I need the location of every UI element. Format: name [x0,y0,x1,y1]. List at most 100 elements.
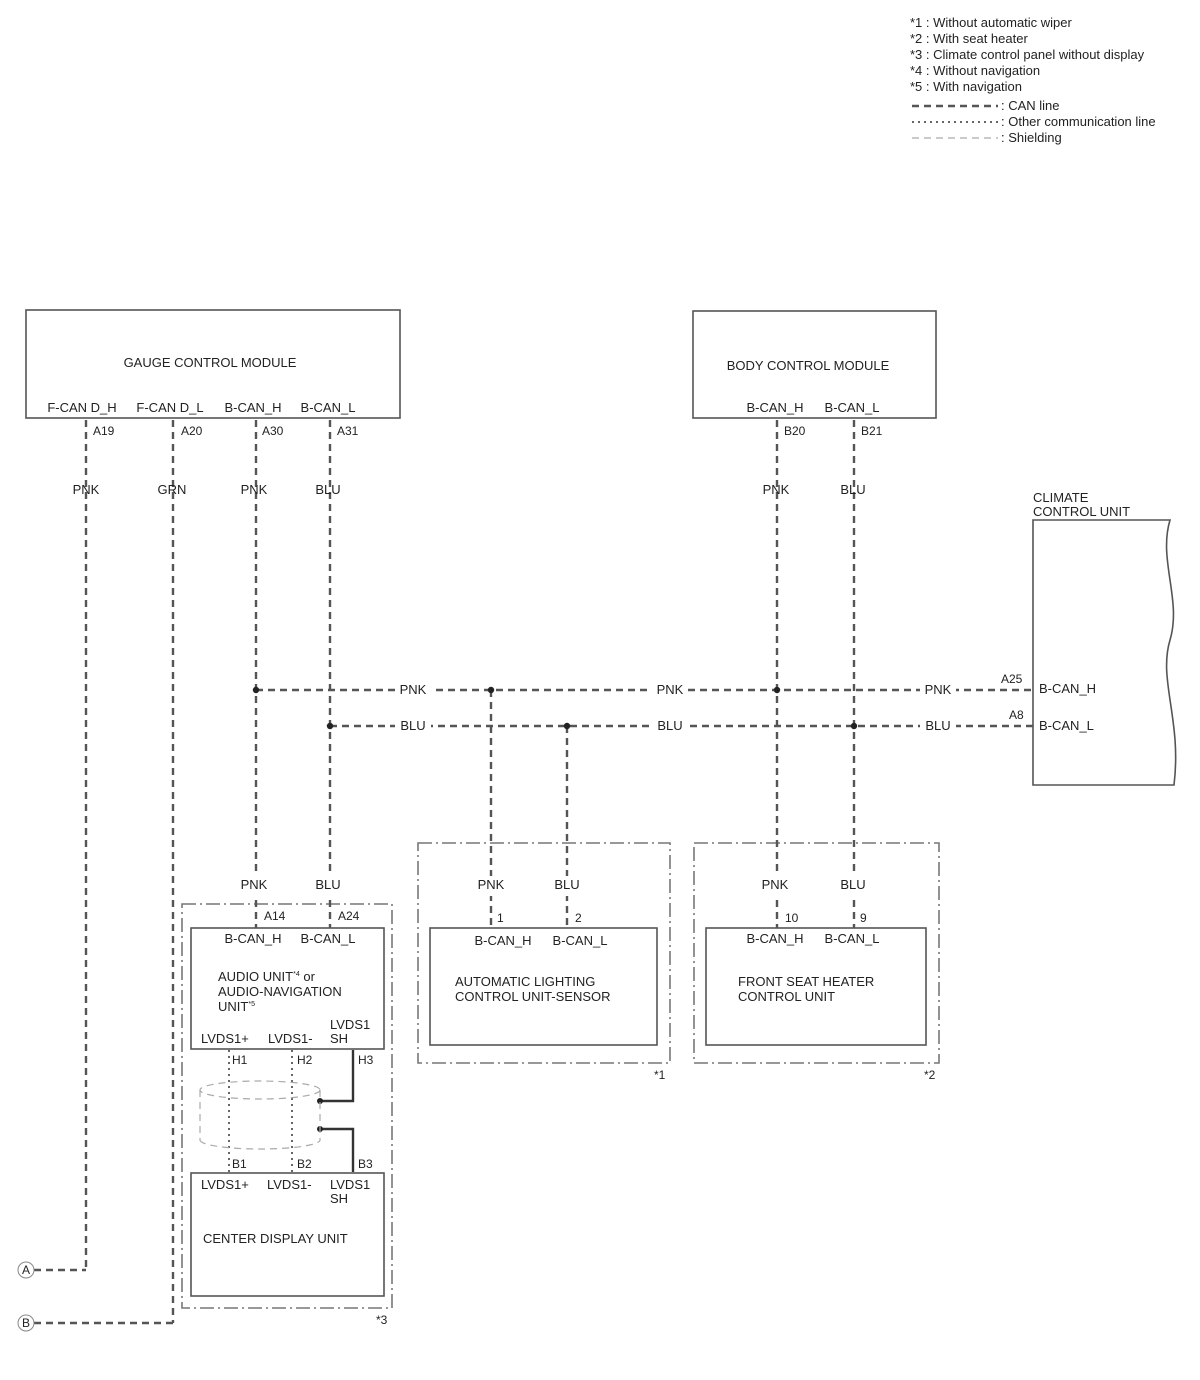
gauge-terminal-a19: A19 [93,424,115,438]
display-terminal-b2: B2 [297,1157,312,1171]
connector-b-label: B [22,1316,30,1330]
wire-lvds-shield-b3 [320,1127,355,1172]
lighting-group-outline [417,842,671,1064]
seat-heater-group-note: *2 [924,1068,936,1082]
seat-heater-group-outline [693,842,940,1064]
audio-unit-name-line1: AUDIO UNIT*4 or [218,969,316,984]
body-terminal-b20: B20 [784,424,806,438]
center-display-unit-box [190,1172,385,1297]
audio-lvds-sh-pin-line1: LVDS1 [330,1017,370,1032]
junction-dot [326,722,334,730]
lighting-unit-name-line1: AUTOMATIC LIGHTING [455,974,595,989]
bus-l-label-3: BLU [925,718,950,733]
legend: *1 : Without automatic wiper *2 : With s… [910,15,1156,145]
seat-pin-bcan-l: B-CAN_L [825,931,880,946]
audio-wire-label-pnk: PNK [241,877,268,892]
wire-label-a30: PNK [241,482,268,497]
audio-terminal-h2: H2 [297,1053,313,1067]
wire-label-a19: PNK [73,482,100,497]
seat-wire-label-blu: BLU [840,877,865,892]
seat-terminal-9: 9 [860,911,867,925]
climate-pin-bcan-h: B-CAN_H [1039,681,1096,696]
display-lvds-sh-pin-line2: SH [330,1191,348,1206]
body-control-module-box [692,310,937,419]
audio-display-group-outline [181,903,393,1309]
wire-lvds-shield-h3 [320,1050,355,1103]
lighting-terminal-1: 1 [497,911,504,925]
legend-shielding-label: : Shielding [1001,130,1062,145]
lighting-pin-bcan-h: B-CAN_H [474,933,531,948]
wire-label-a20: GRN [158,482,187,497]
junction-dot [850,722,858,730]
lighting-wire-label-pnk: PNK [478,877,505,892]
legend-note-1: *1 : Without automatic wiper [910,15,1073,30]
bus-h-label-2: PNK [657,682,684,697]
legend-note-2: *2 : With seat heater [910,31,1028,46]
legend-note-5: *5 : With navigation [910,79,1022,94]
automatic-lighting-unit-box [429,927,658,1046]
audio-lvds-pos-pin: LVDS1+ [201,1031,249,1046]
audio-terminal-h1: H1 [232,1053,248,1067]
center-display-unit-name: CENTER DISPLAY UNIT [203,1231,348,1246]
display-lvds-neg-pin: LVDS1- [267,1177,312,1192]
gauge-pin-bcan-l: B-CAN_L [301,400,356,415]
body-terminal-b21: B21 [861,424,883,438]
shield-cylinder-top [199,1080,321,1100]
climate-title-line1: CLIMATE [1033,490,1089,505]
display-lvds-sh-pin-line1: LVDS1 [330,1177,370,1192]
body-control-module-title: BODY CONTROL MODULE [727,358,890,373]
body-pin-bcan-l: B-CAN_L [825,400,880,415]
seat-wire-label-pnk: PNK [762,877,789,892]
connector-a-label: A [22,1263,30,1277]
lighting-group-note: *1 [654,1068,666,1082]
audio-unit-name-line3: UNIT*5 [218,999,255,1014]
audio-wire-label-blu: BLU [315,877,340,892]
legend-other-line-label: : Other communication line [1001,114,1156,129]
junction-dot [563,722,571,730]
display-terminal-b1: B1 [232,1157,247,1171]
audio-lvds-neg-pin: LVDS1- [268,1031,313,1046]
audio-pin-bcan-l: B-CAN_L [301,931,356,946]
climate-control-unit-box [1032,519,1177,786]
legend-can-line-label: : CAN line [1001,98,1060,113]
wire-label-b20: PNK [763,482,790,497]
lighting-wire-label-blu: BLU [554,877,579,892]
audio-terminal-h3: H3 [358,1053,374,1067]
bus-l-label-1: BLU [400,718,425,733]
climate-terminal-a25: A25 [1001,672,1023,686]
display-terminal-b3: B3 [358,1157,373,1171]
junction-dot [487,686,495,694]
bus-l-label-2: BLU [657,718,682,733]
shield-junction-dot [317,1098,323,1104]
bus-h-label-1: PNK [400,682,427,697]
connector-a-circle [17,1261,35,1279]
lighting-unit-name-line2: CONTROL UNIT-SENSOR [455,989,611,1004]
lighting-pin-bcan-l: B-CAN_L [553,933,608,948]
display-lvds-pos-pin: LVDS1+ [201,1177,249,1192]
gauge-terminal-a20: A20 [181,424,203,438]
audio-unit-name-line2: AUDIO-NAVIGATION [218,984,342,999]
gauge-pin-bcan-h: B-CAN_H [224,400,281,415]
gauge-pin-fcan-dh: F-CAN D_H [47,400,116,415]
seat-unit-name-line2: CONTROL UNIT [738,989,835,1004]
gauge-control-module-title: GAUGE CONTROL MODULE [124,355,297,370]
wire-label-a31: BLU [315,482,340,497]
wire-label-b21: BLU [840,482,865,497]
seat-pin-bcan-h: B-CAN_H [746,931,803,946]
gauge-pin-fcan-dl: F-CAN D_L [136,400,203,415]
audio-pin-bcan-h: B-CAN_H [224,931,281,946]
shield-cylinder-bottom [199,1139,321,1150]
audio-display-group-note: *3 [376,1313,388,1327]
seat-terminal-10: 10 [785,911,799,925]
audio-terminal-a14: A14 [264,909,286,923]
climate-title-line2: CONTROL UNIT [1033,504,1130,519]
gauge-terminal-a31: A31 [337,424,359,438]
gauge-terminal-a30: A30 [262,424,284,438]
legend-note-4: *4 : Without navigation [910,63,1040,78]
legend-note-3: *3 : Climate control panel without displ… [910,47,1145,62]
connector-b-circle [17,1314,35,1332]
bus-h-label-3: PNK [925,682,952,697]
gauge-control-module-box [25,309,401,419]
audio-lvds-sh-pin-line2: SH [330,1031,348,1046]
